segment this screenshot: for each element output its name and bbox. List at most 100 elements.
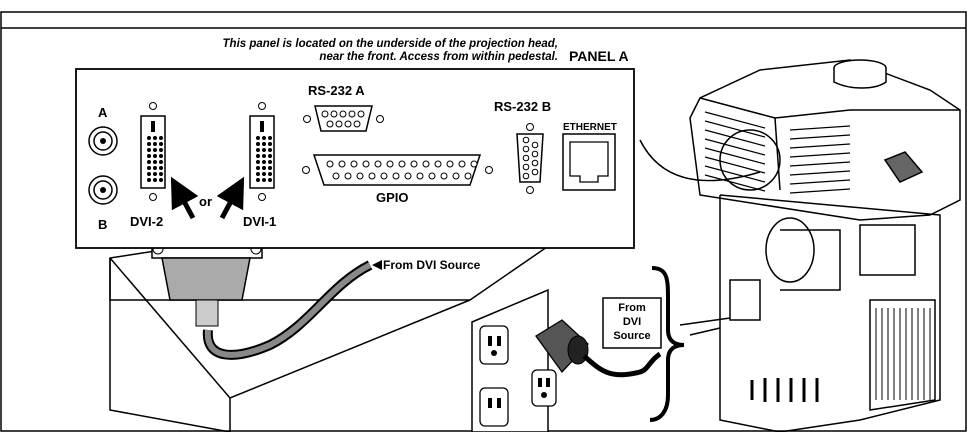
note-line-1: This panel is located on the underside o… — [223, 38, 558, 50]
pin-dot — [262, 142, 266, 146]
pin-dot — [159, 160, 163, 164]
pin-dot — [159, 172, 163, 176]
pin-dot — [256, 160, 260, 164]
from-dvi-source-box: From DVI Source — [603, 298, 661, 348]
pin-dot — [441, 173, 447, 179]
pin-dot — [357, 173, 363, 179]
pin-dot — [153, 154, 157, 158]
rs-232-b-label: RS-232 B — [494, 99, 551, 114]
pin-dot — [358, 111, 364, 117]
pin-dot — [153, 148, 157, 152]
pin-dot — [369, 173, 375, 179]
pin-dot — [268, 136, 272, 140]
dvi-1-port — [250, 103, 274, 201]
bnc-a-label: A — [98, 105, 108, 120]
pin-dot — [147, 154, 151, 158]
box-line-3: Source — [613, 330, 650, 342]
pin-dot — [459, 161, 465, 167]
bnc-connector-a — [89, 127, 117, 155]
or-label: or — [199, 194, 212, 209]
pin-dot — [256, 172, 260, 176]
dvi-2-label: DVI-2 — [130, 214, 163, 229]
pin-dot — [262, 160, 266, 164]
pin-dot — [435, 161, 441, 167]
pin-dot — [532, 169, 538, 175]
panel-title: PANEL A — [569, 48, 629, 64]
pin-dot — [363, 161, 369, 167]
pin-dot — [523, 137, 529, 143]
pin-dot — [381, 173, 387, 179]
bnc-connector-b — [89, 176, 117, 204]
pin-dot — [453, 173, 459, 179]
pin-dot — [268, 178, 272, 182]
pin-dot — [532, 151, 538, 157]
pin-dot — [532, 160, 538, 166]
pin-dot — [327, 161, 333, 167]
pin-dot — [262, 172, 266, 176]
pin-dot — [429, 173, 435, 179]
dvi-1-label: DVI-1 — [243, 214, 276, 229]
pin-dot — [340, 111, 346, 117]
pin-dot — [159, 148, 163, 152]
pin-dot — [268, 142, 272, 146]
pin-dot — [471, 161, 477, 167]
pin-dot — [387, 161, 393, 167]
pin-dot — [262, 136, 266, 140]
pin-dot — [147, 172, 151, 176]
pin-dot — [147, 136, 151, 140]
pin-dot — [256, 178, 260, 182]
pin-dot — [159, 154, 163, 158]
gpio-label: GPIO — [376, 190, 409, 205]
pin-dot — [159, 178, 163, 182]
pin-dot — [345, 173, 351, 179]
panel-a: A B DVI-2 DVI-1 or R — [76, 69, 634, 248]
pin-dot — [336, 121, 342, 127]
pin-dot — [532, 142, 538, 148]
pin-dot — [405, 173, 411, 179]
pin-dot — [268, 160, 272, 164]
from-dvi-source-label: From DVI Source — [383, 258, 481, 272]
bnc-b-label: B — [98, 217, 107, 232]
pin-dot — [523, 164, 529, 170]
pin-dot — [147, 148, 151, 152]
pin-dot — [159, 136, 163, 140]
pin-dot — [268, 172, 272, 176]
pin-dot — [333, 173, 339, 179]
pin-dot — [399, 161, 405, 167]
pin-dot — [153, 142, 157, 146]
pin-dot — [345, 121, 351, 127]
pin-dot — [411, 161, 417, 167]
pin-dot — [256, 142, 260, 146]
pin-dot — [153, 172, 157, 176]
pin-dot — [322, 111, 328, 117]
pin-dot — [256, 154, 260, 158]
pin-dot — [153, 178, 157, 182]
pin-dot — [147, 142, 151, 146]
box-line-1: From — [618, 302, 646, 314]
pin-dot — [447, 161, 453, 167]
rs-232-a-label: RS-232 A — [308, 83, 365, 98]
box-line-2: DVI — [623, 316, 641, 328]
pin-dot — [256, 136, 260, 140]
gpio-port — [303, 155, 493, 185]
pin-dot — [268, 154, 272, 158]
pin-dot — [262, 166, 266, 170]
pin-dot — [159, 142, 163, 146]
pin-dot — [423, 161, 429, 167]
pin-dot — [465, 173, 471, 179]
pin-dot — [256, 166, 260, 170]
pin-dot — [354, 121, 360, 127]
pin-dot — [523, 173, 529, 179]
pin-dot — [256, 148, 260, 152]
pin-dot — [351, 161, 357, 167]
pin-dot — [153, 136, 157, 140]
pin-dot — [147, 166, 151, 170]
pin-dot — [375, 161, 381, 167]
pin-dot — [327, 121, 333, 127]
pin-dot — [417, 173, 423, 179]
pin-dot — [147, 178, 151, 182]
pin-dot — [153, 160, 157, 164]
pin-dot — [268, 148, 272, 152]
pin-dot — [147, 160, 151, 164]
